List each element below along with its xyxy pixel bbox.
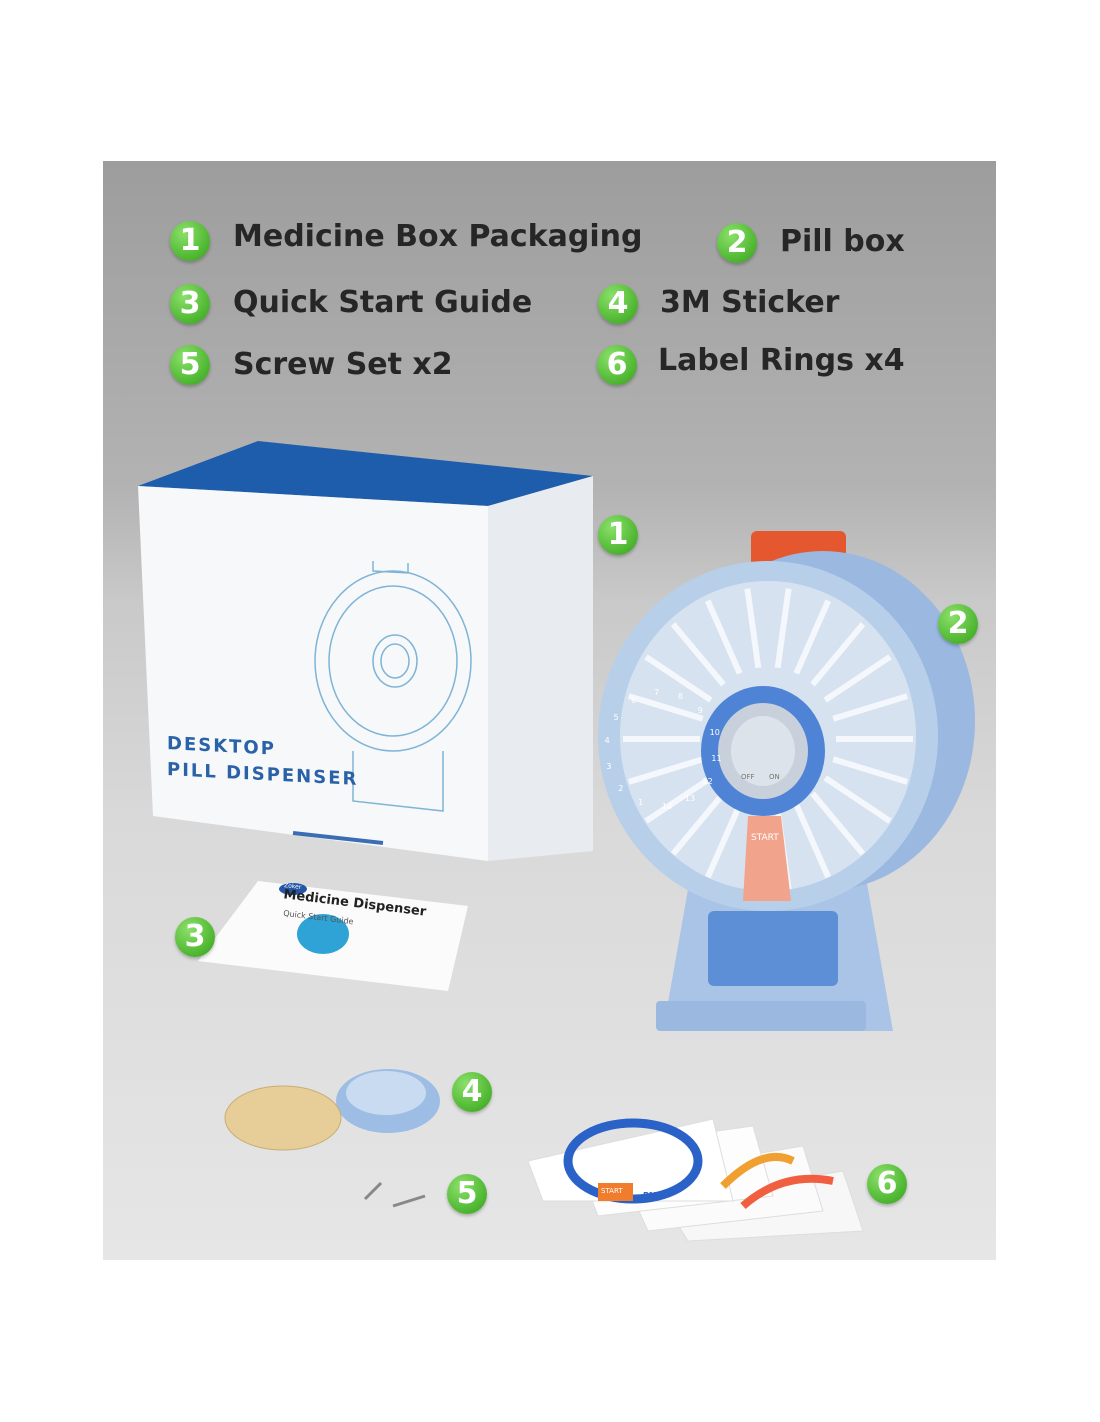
compartment-divider: [774, 588, 792, 669]
compartment-divider: [810, 622, 866, 687]
3m-sticker: [224, 1069, 440, 1151]
slot-number: 13: [684, 794, 696, 804]
slot-number: 4: [604, 736, 610, 746]
compartment-divider: [644, 654, 713, 703]
box-print: DESKTOP PILL DISPENSER: [167, 731, 358, 793]
medicine-box: [138, 441, 593, 861]
compartment-divider: [832, 756, 909, 785]
slot-number: 7: [654, 688, 660, 698]
slot-number: 3: [606, 761, 612, 771]
compartment-divider: [793, 599, 831, 675]
compartment-divider: [627, 756, 704, 785]
scene-illustration: [138, 441, 975, 1242]
dispenser-on-label: ON: [769, 773, 780, 781]
slot-number: 11: [711, 753, 722, 763]
compartment-divider: [627, 693, 704, 722]
badge-3: 3: [170, 284, 210, 324]
compartment-divider: [810, 791, 866, 856]
compartment-divider: [823, 775, 892, 824]
slot-number: 2: [618, 783, 624, 793]
ring-pm-label: PM: [643, 1191, 657, 1200]
ring-am-label: AM: [608, 1121, 623, 1130]
callout-badge-5: 5: [447, 1174, 487, 1214]
compartment-divider: [705, 803, 743, 879]
quick-start-guide: [198, 881, 468, 991]
slot-number: 6: [631, 695, 637, 705]
badge-6: 6: [597, 345, 637, 385]
slot-number: 8: [677, 692, 683, 701]
callout-badge-4: 4: [452, 1072, 492, 1112]
callout-badge-3: 3: [175, 917, 215, 957]
slot-number: 12: [702, 777, 713, 787]
slot-number: 10: [709, 728, 720, 738]
badge-2: 2: [717, 223, 757, 263]
label-ring-cards: [527, 1118, 864, 1242]
compartment-divider: [705, 599, 743, 675]
legend-label-2: Pill box: [780, 224, 905, 259]
compartment-divider: [823, 654, 892, 703]
callout-badge-6: 6: [867, 1164, 907, 1204]
slot-number: 9: [697, 706, 703, 716]
legend-label-6: Label Rings x4: [658, 343, 905, 378]
compartment-divider: [832, 693, 909, 722]
box-wheel-drawing: [314, 561, 472, 812]
dispenser-off-label: OFF: [741, 773, 755, 781]
compartment-divider: [644, 775, 713, 824]
legend-label-5: Screw Set x2: [233, 347, 453, 382]
compartment-divider: [670, 791, 726, 856]
compartment-divider: [744, 588, 762, 669]
legend-label-4: 3M Sticker: [660, 285, 840, 320]
badge-4: 4: [598, 284, 638, 324]
slot-number: 14: [661, 801, 673, 811]
badge-5: 5: [170, 345, 210, 385]
legend-label-3: Quick Start Guide: [233, 285, 533, 320]
pill-dispenser: [598, 531, 975, 1031]
callout-badge-2: 2: [938, 604, 978, 644]
compartment-divider: [793, 803, 831, 879]
screws: [363, 1181, 426, 1208]
legend-label-1: Medicine Box Packaging: [233, 219, 643, 254]
slot-number: 1: [638, 797, 644, 807]
slot-number: 5: [613, 712, 619, 722]
badge-1: 1: [170, 221, 210, 261]
ring-start-label: START: [601, 1187, 623, 1195]
dispenser-start-label: START: [751, 833, 779, 843]
compartment-divider: [670, 622, 726, 687]
callout-badge-1: 1: [598, 515, 638, 555]
product-panel: DESKTOP PILL DISPENSER Medicine Dispense…: [103, 161, 996, 1260]
